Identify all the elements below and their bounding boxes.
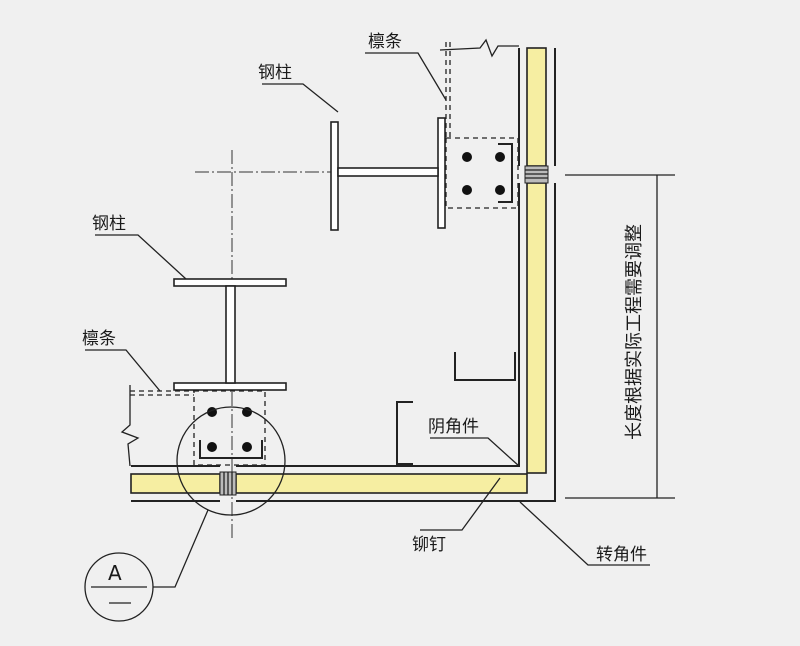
left-purlin-bracket — [193, 390, 266, 466]
left-bolt-3 — [207, 442, 217, 452]
label-column-left: 钢柱 — [92, 214, 126, 234]
left-bolt-2 — [242, 407, 252, 417]
vertical-wall-panel-upper — [526, 47, 547, 167]
vertical-wall-panel-lower — [526, 182, 547, 474]
top-purlin-bracket — [445, 137, 519, 209]
label-rivet: 铆钉 — [412, 535, 446, 555]
label-outside-corner: 转角件 — [596, 545, 647, 565]
leader-column-left — [95, 234, 187, 280]
label-inside-corner: 阴角件 — [428, 417, 479, 437]
top-bolt-4 — [495, 185, 505, 195]
top-purlin-channel — [498, 143, 513, 203]
label-column-top: 钢柱 — [258, 63, 292, 83]
detail-letter: A — [108, 561, 122, 585]
leader-inside-corner — [430, 437, 520, 467]
channel-part-left — [396, 401, 413, 465]
channel-part-right — [454, 352, 516, 381]
leader-purlin-left — [85, 349, 161, 392]
label-purlin-left: 檩条 — [82, 329, 116, 349]
top-column-flange-right — [437, 117, 446, 229]
top-bolt-3 — [462, 185, 472, 195]
left-break-line — [120, 385, 140, 467]
top-column-web — [337, 167, 439, 177]
top-break-line — [439, 38, 519, 58]
leader-purlin-top — [365, 52, 447, 101]
top-column-flange-left — [330, 121, 339, 231]
left-column-flange-bottom — [173, 382, 287, 391]
leader-column-top — [262, 83, 339, 113]
top-bolt-1 — [462, 152, 472, 162]
dimension-note: 长度根据实际工程需要调整 — [624, 224, 645, 440]
detail-callout-circle — [176, 406, 286, 516]
label-purlin-top: 檩条 — [368, 32, 402, 52]
leader-rivet — [420, 477, 501, 531]
left-purlin-channel — [199, 440, 263, 459]
leader-outside-corner — [519, 501, 650, 566]
top-bolt-2 — [495, 152, 505, 162]
left-column-web — [225, 285, 236, 384]
left-column-flange-top — [173, 278, 287, 287]
horizontal-wall-panel-left — [130, 473, 221, 494]
left-bolt-4 — [242, 442, 252, 452]
outside-corner-flashing — [236, 183, 556, 502]
detail-leader-line — [153, 509, 209, 588]
